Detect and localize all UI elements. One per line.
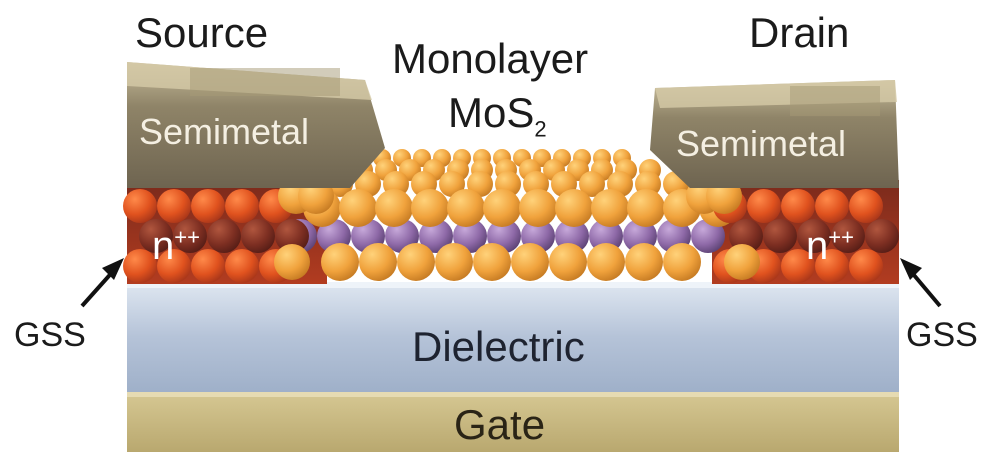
atom bbox=[123, 189, 157, 223]
atom bbox=[275, 219, 309, 253]
atom bbox=[849, 249, 883, 283]
atom bbox=[467, 171, 493, 197]
atom bbox=[797, 219, 831, 253]
atom bbox=[483, 189, 521, 227]
atom bbox=[439, 171, 465, 197]
atom bbox=[225, 249, 259, 283]
atom bbox=[359, 243, 397, 281]
semimetal-contact-right bbox=[650, 80, 899, 188]
mos2-label: MoS2 bbox=[448, 89, 547, 142]
atom bbox=[191, 189, 225, 223]
dielectric-label: Dielectric bbox=[412, 323, 585, 370]
source-label: Source bbox=[135, 9, 269, 56]
semimetal-label-right: Semimetal bbox=[676, 123, 847, 164]
atom bbox=[411, 189, 449, 227]
gss-label-left: GSS bbox=[14, 316, 86, 354]
atom bbox=[627, 189, 665, 227]
atom bbox=[691, 219, 725, 253]
gss-arrow-left bbox=[80, 258, 124, 308]
semimetal-contact-left bbox=[127, 62, 385, 188]
atom bbox=[241, 219, 275, 253]
atom bbox=[781, 249, 815, 283]
atom bbox=[375, 189, 413, 227]
atom bbox=[729, 219, 763, 253]
semimetal-label-left: Semimetal bbox=[139, 111, 310, 152]
mos2-subscript: 2 bbox=[534, 116, 547, 142]
atom bbox=[339, 189, 377, 227]
atom bbox=[173, 219, 207, 253]
atom bbox=[435, 243, 473, 281]
atom bbox=[419, 219, 453, 253]
n-plus-plus-label-right: n++ bbox=[806, 224, 854, 268]
atom bbox=[519, 189, 557, 227]
monolayer-label: Monolayer bbox=[392, 35, 589, 82]
gate-label: Gate bbox=[454, 401, 546, 448]
atom bbox=[587, 243, 625, 281]
atom bbox=[589, 219, 623, 253]
atom bbox=[849, 189, 883, 223]
gss-label-right: GSS bbox=[906, 316, 978, 354]
atom bbox=[579, 171, 605, 197]
atom bbox=[724, 244, 760, 280]
atom bbox=[763, 219, 797, 253]
atom bbox=[447, 189, 485, 227]
atom bbox=[157, 189, 191, 223]
atom bbox=[831, 219, 865, 253]
atom bbox=[191, 249, 225, 283]
atom bbox=[865, 219, 899, 253]
atom bbox=[663, 243, 701, 281]
atom bbox=[555, 189, 593, 227]
drain-label: Drain bbox=[749, 9, 850, 56]
atom bbox=[549, 243, 587, 281]
atom bbox=[473, 243, 511, 281]
atom bbox=[274, 244, 310, 280]
atom bbox=[225, 189, 259, 223]
atom bbox=[625, 243, 663, 281]
atom bbox=[207, 219, 241, 253]
gss-arrow-right bbox=[900, 258, 942, 308]
atom bbox=[781, 189, 815, 223]
n-plus-plus-label-left: n++ bbox=[152, 224, 200, 268]
gate-layer bbox=[127, 392, 899, 452]
atom bbox=[815, 189, 849, 223]
mos2-atom-lattice bbox=[123, 149, 899, 283]
atom bbox=[591, 189, 629, 227]
atom bbox=[397, 243, 435, 281]
atom bbox=[453, 219, 487, 253]
atom bbox=[157, 249, 191, 283]
dielectric-layer bbox=[127, 282, 899, 392]
atom bbox=[123, 249, 157, 283]
atom bbox=[139, 219, 173, 253]
atom bbox=[815, 249, 849, 283]
atom bbox=[321, 243, 359, 281]
atom bbox=[511, 243, 549, 281]
atom bbox=[747, 189, 781, 223]
